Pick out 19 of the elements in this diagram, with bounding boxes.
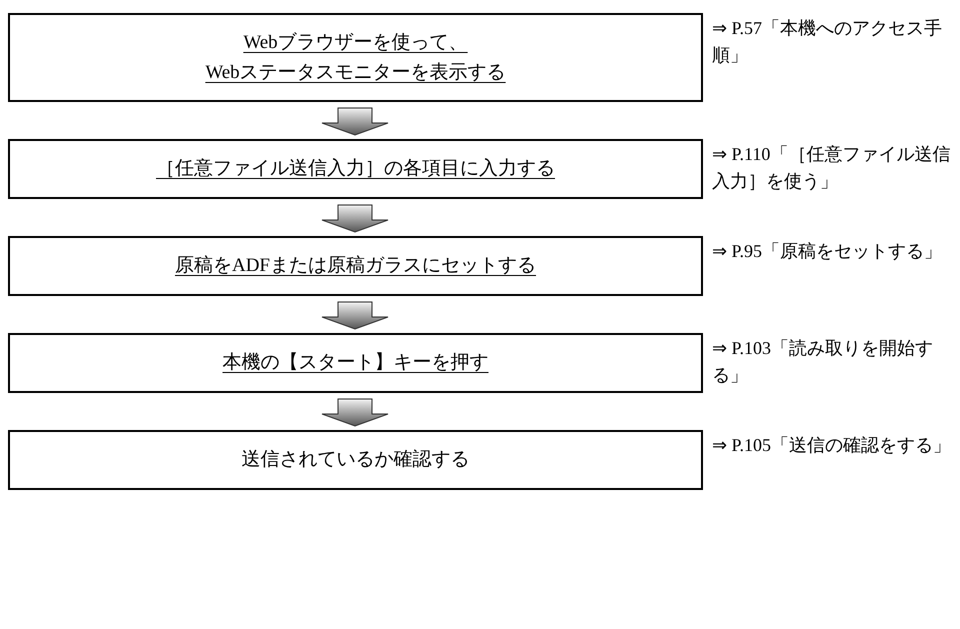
block-arrow [322, 398, 388, 427]
step-text: Webブラウザーを使って、Webステータスモニターを表示する [204, 31, 507, 84]
block-arrow [322, 302, 388, 330]
block-arrow [322, 204, 388, 233]
page-reference: ⇒ P.57「本機へのアクセス手順」 [712, 17, 944, 67]
page-reference: ⇒ P.95「原稿をセットする」 [712, 240, 944, 263]
page-reference: ⇒ P.105「送信の確認をする」 [712, 434, 952, 457]
step-text: 原稿をADFまたは原稿ガラスにセットする [174, 254, 536, 278]
step-text: 本機の【スタート】キーを押す [222, 351, 488, 376]
step-box [8, 236, 703, 296]
step-box [8, 430, 703, 490]
step-box [8, 333, 703, 393]
step-text: 送信されているか確認する [242, 448, 470, 472]
page-reference: ⇒ P.103「読み取りを開始する」 [712, 337, 934, 387]
step-box [8, 13, 703, 102]
block-arrow [322, 108, 388, 136]
page-reference: ⇒ P.110「［任意ファイル送信入力］を使う」 [712, 143, 952, 193]
step-box [8, 139, 703, 199]
step-text: ［任意ファイル送信入力］の各項目に入力する [156, 157, 555, 182]
